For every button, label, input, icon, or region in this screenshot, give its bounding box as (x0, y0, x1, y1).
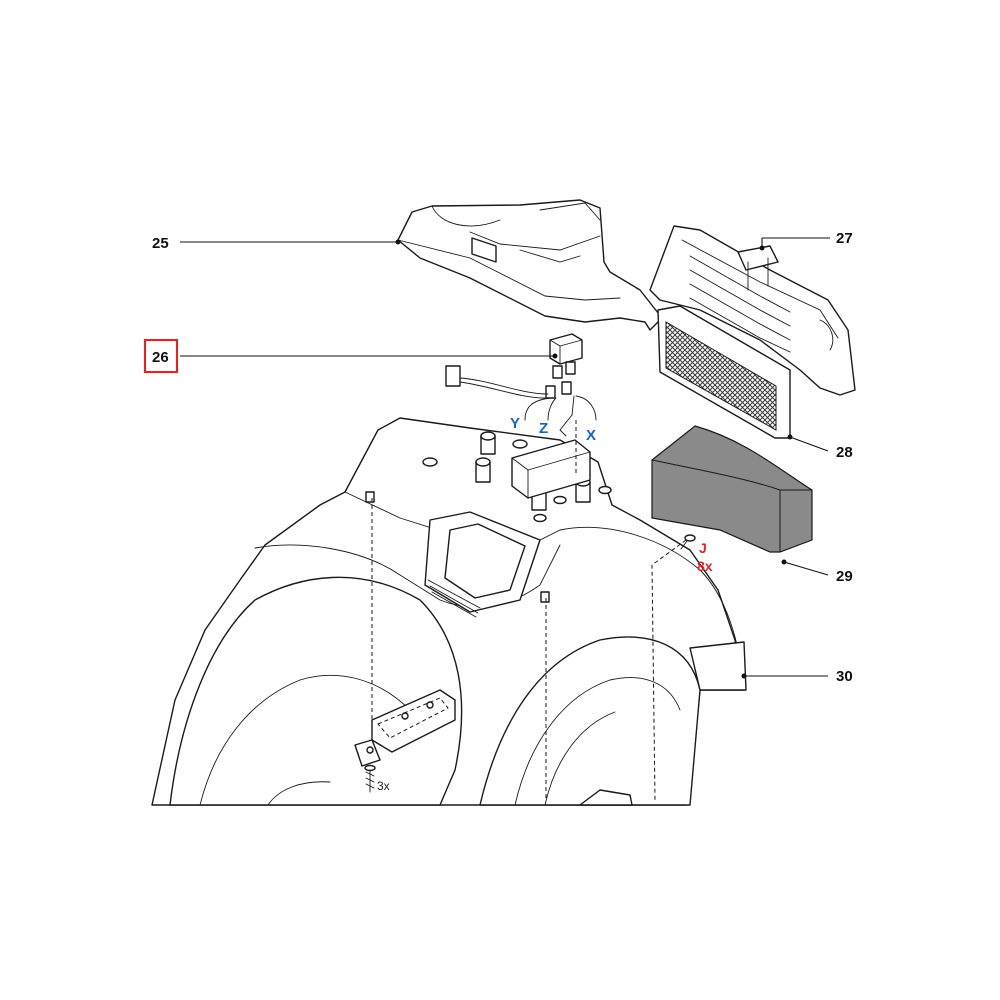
leader-lines (180, 237, 830, 679)
callout-26: 26 (152, 349, 169, 366)
wire-label-x: X (586, 427, 596, 444)
screw-j-qty: 8x (697, 558, 713, 574)
bottom-screw-qty: 3x (377, 779, 390, 793)
wire-label-y: Y (510, 415, 520, 432)
callout-28: 28 (836, 444, 853, 461)
part-29-foam-block (651, 425, 813, 553)
part-30-body-shell (151, 417, 747, 806)
callout-26-highlight-box (143, 338, 179, 374)
callout-27: 27 (836, 230, 853, 247)
part-26-switch-assembly (445, 333, 597, 437)
part-27-grille-frame (649, 225, 856, 396)
screw-j (680, 534, 696, 550)
callout-30: 30 (836, 668, 853, 685)
screw-j-letter: J (699, 540, 707, 556)
wire-label-z: Z (539, 420, 548, 437)
part-25-top-cover (397, 199, 663, 331)
callout-29: 29 (836, 568, 853, 585)
vent-slots (427, 579, 481, 618)
bottom-screw (364, 764, 376, 793)
callout-25: 25 (152, 235, 169, 252)
